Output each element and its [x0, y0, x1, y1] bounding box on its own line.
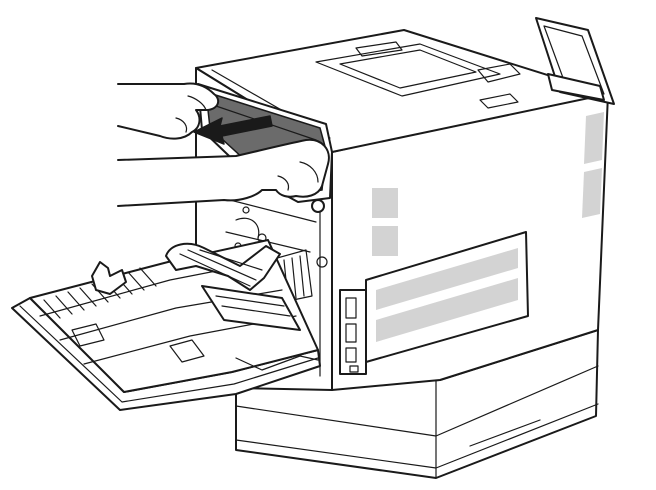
port-column: [339, 289, 367, 375]
door-latch: [91, 261, 127, 295]
output-tray-extension: [535, 17, 615, 105]
vent-panel-lower-right: [582, 168, 602, 218]
vent-panel-lower-left: [372, 226, 398, 256]
output-bin: [315, 43, 501, 97]
vent-panel-upper-right: [584, 112, 604, 164]
hand-upper: [117, 82, 220, 140]
opened-rear-door: [11, 239, 321, 411]
vent-panel-upper-left: [372, 188, 398, 218]
arrow-left-icon: [193, 115, 273, 145]
printer-right-panel: [319, 91, 609, 391]
hand-lower: [117, 138, 330, 207]
